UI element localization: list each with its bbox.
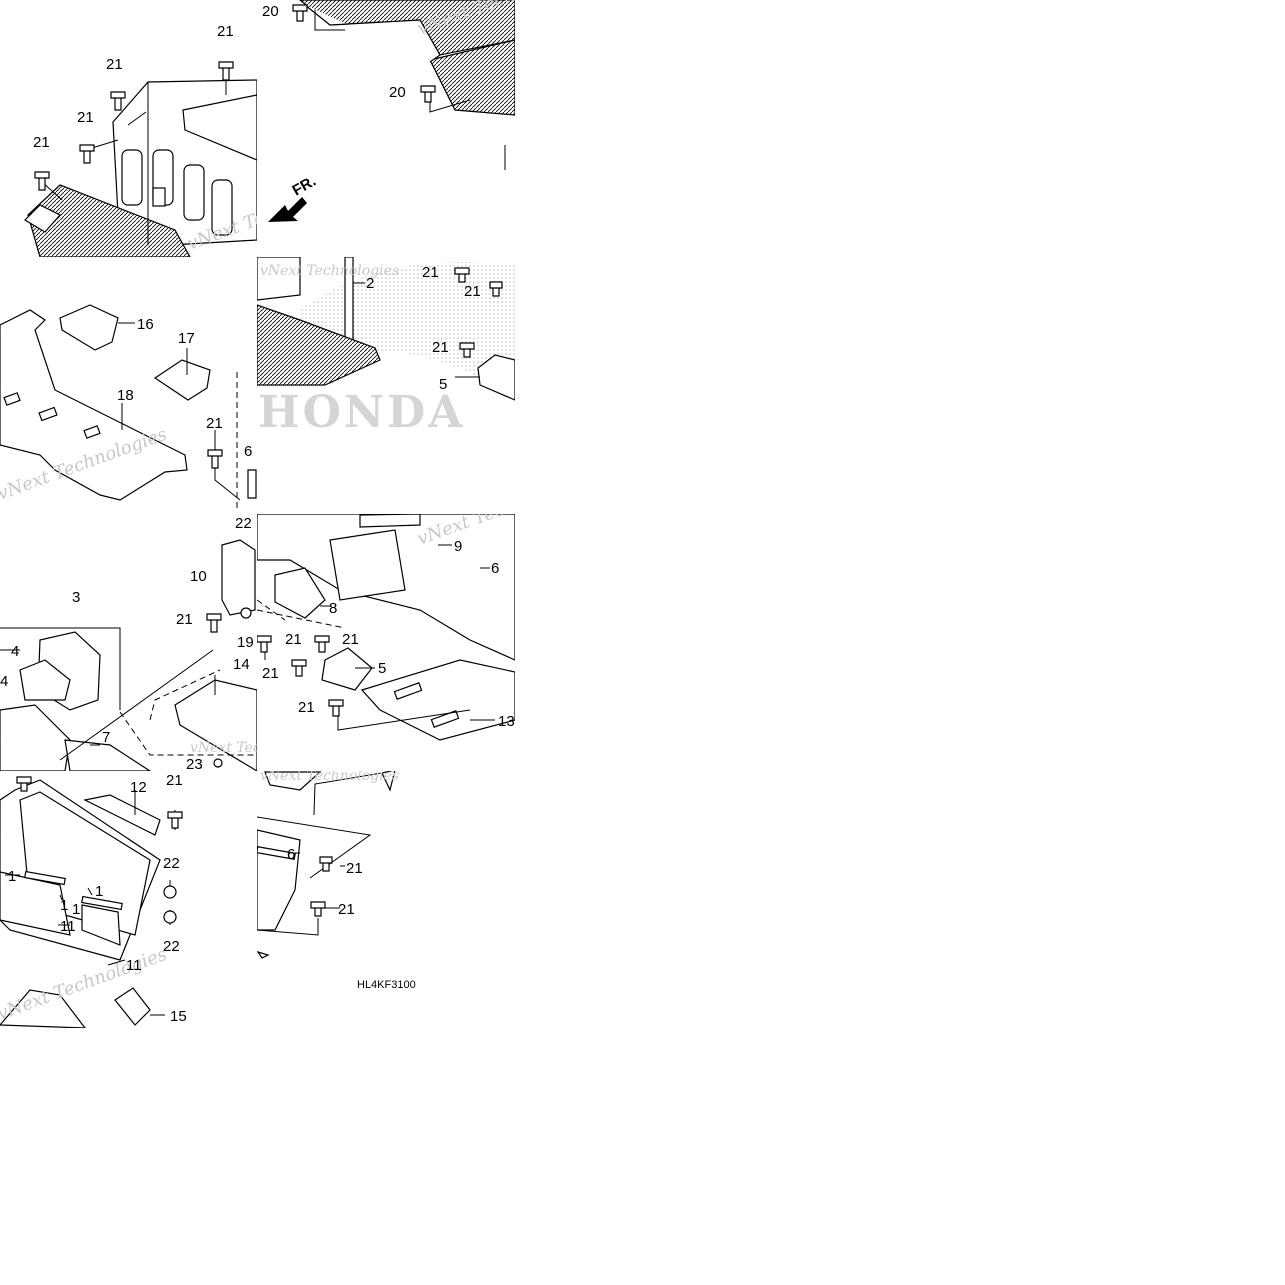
bolt-icon — [206, 613, 222, 633]
callout-21: 21 — [77, 109, 94, 126]
callout-7: 7 — [102, 729, 110, 746]
callout-11: 11 — [126, 957, 142, 974]
callout-6: 6 — [287, 846, 295, 863]
callout-5: 5 — [439, 376, 447, 393]
bed-floor-section: FR. vNext Technologies — [268, 0, 515, 222]
callout-21: 21 — [432, 339, 449, 356]
callout-22: 22 — [235, 515, 252, 532]
floor-panel-section: vNext Technologies — [0, 304, 241, 510]
logo-section: HONDA vNext Technologies — [257, 257, 515, 438]
bolt-icon — [16, 776, 183, 924]
mat-section: vNext Technologies — [0, 539, 329, 771]
bulkhead-section: vNext Technologies — [0, 776, 183, 1028]
callout-18: 18 — [117, 387, 134, 404]
callout-1: 1 — [95, 883, 103, 900]
callout-6: 6 — [491, 560, 499, 577]
bolt-icon — [257, 635, 344, 717]
callout-21: 21 — [338, 901, 355, 918]
callout-19: 19 — [237, 634, 254, 651]
floor-front-section: vNext Technologies — [257, 514, 515, 741]
washer-icon — [213, 758, 223, 768]
callout-1: 1 — [8, 868, 16, 885]
callout-21: 21 — [346, 860, 363, 877]
watermark: vNext Technologies — [260, 768, 399, 784]
callout-12: 12 — [130, 779, 147, 796]
diagram-code: HL4KF3100 — [357, 979, 416, 991]
watermark: vNext Technologies — [190, 740, 329, 756]
bolt-icon — [207, 449, 223, 469]
callout-22: 22 — [163, 855, 180, 872]
callout-21: 21 — [464, 283, 481, 300]
callout-1: 1 — [60, 897, 68, 914]
callout-16: 16 — [137, 316, 154, 333]
callout-21: 21 — [206, 415, 223, 432]
callout-20: 20 — [262, 3, 279, 20]
callout-21: 21 — [422, 264, 439, 281]
callout-22: 22 — [163, 938, 180, 955]
callout-14: 14 — [233, 656, 250, 673]
callout-5: 5 — [378, 660, 386, 677]
callout-21: 21 — [33, 134, 50, 151]
callout-21: 21 — [176, 611, 193, 628]
rear-panel-section: vNext Technologies — [257, 768, 399, 959]
callout-21: 21 — [166, 772, 183, 789]
callout-21: 21 — [298, 699, 315, 716]
callout-15: 15 — [170, 1008, 187, 1025]
direction-label: FR. — [290, 173, 319, 200]
callout-1: 1 — [72, 901, 80, 918]
arrow-icon — [268, 197, 307, 222]
bolt-icon — [310, 856, 333, 917]
callout-21: 21 — [262, 665, 279, 682]
grommet-icon — [240, 607, 252, 619]
bolt-icon — [454, 267, 503, 358]
callout-21: 21 — [106, 56, 123, 73]
callout-17: 17 — [178, 330, 195, 347]
callout-4: 4 — [11, 643, 19, 660]
logo-text: HONDA — [258, 387, 465, 438]
callout-2: 2 — [366, 275, 374, 292]
callout-13: 13 — [498, 713, 515, 730]
tailgate-section: vNext Technologies — [24, 61, 257, 257]
callout-6: 6 — [244, 443, 252, 460]
callout-21: 21 — [285, 631, 302, 648]
callout-21: 21 — [342, 631, 359, 648]
callout-20: 20 — [389, 84, 406, 101]
watermark: vNext Technologies — [260, 263, 399, 279]
callout-4: 4 — [0, 673, 8, 690]
callout-3: 3 — [72, 589, 80, 606]
callout-21: 21 — [217, 23, 234, 40]
callout-9: 9 — [454, 538, 462, 555]
callout-11: 11 — [60, 918, 76, 935]
callout-23: 23 — [186, 756, 203, 773]
callout-10: 10 — [190, 568, 207, 585]
clip-icon — [247, 469, 257, 499]
bolt-icon — [34, 61, 234, 191]
callout-8: 8 — [329, 600, 337, 617]
bolt-icon — [292, 4, 436, 103]
